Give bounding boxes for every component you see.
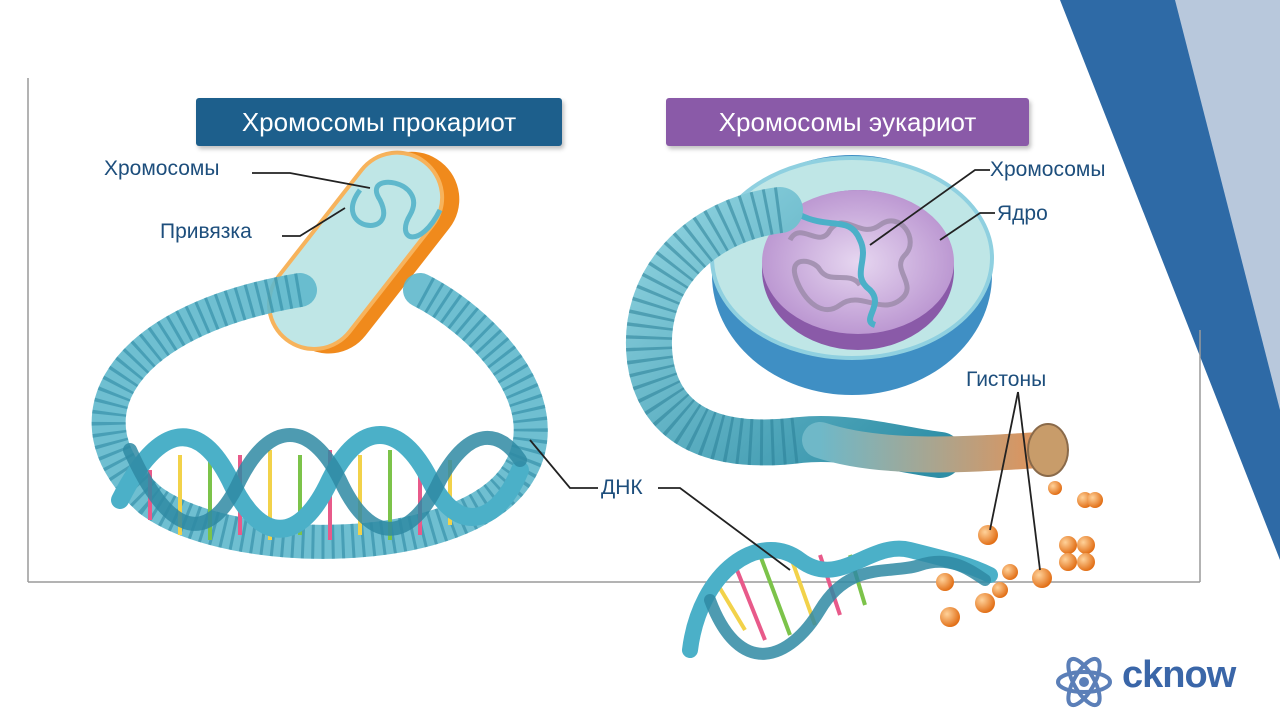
eukaryote-title: Хромосомы эукариот [666,98,1029,146]
label-pro-attachment: Привязка [160,220,252,243]
eukaryote-chromatin-coil [625,187,1069,478]
panel-frame [27,78,1201,583]
eukaryote-dna-helix [682,540,998,660]
label-histones: Гистоны [966,368,1047,391]
eukaryote-leader-lines [658,169,1041,571]
atom-logo-icon [1056,656,1112,708]
prokaryote-cell [267,150,460,354]
logo-text: cknow [1122,654,1236,696]
corner-decoration [1060,0,1280,560]
label-pro-chromosomes: Хромосомы [104,157,220,180]
prokaryote-leader-lines [252,172,598,489]
label-eu-chromosomes: Хромосомы [990,158,1106,181]
prokaryote-dna-helix [111,426,529,540]
prokaryote-title: Хромосомы прокариот [196,98,562,146]
prokaryote-dna-coil [91,273,548,559]
histone-cluster [936,481,1103,627]
label-nucleus: Ядро [997,202,1048,225]
label-dna: ДНК [601,476,643,499]
eukaryote-nucleus [710,155,994,395]
